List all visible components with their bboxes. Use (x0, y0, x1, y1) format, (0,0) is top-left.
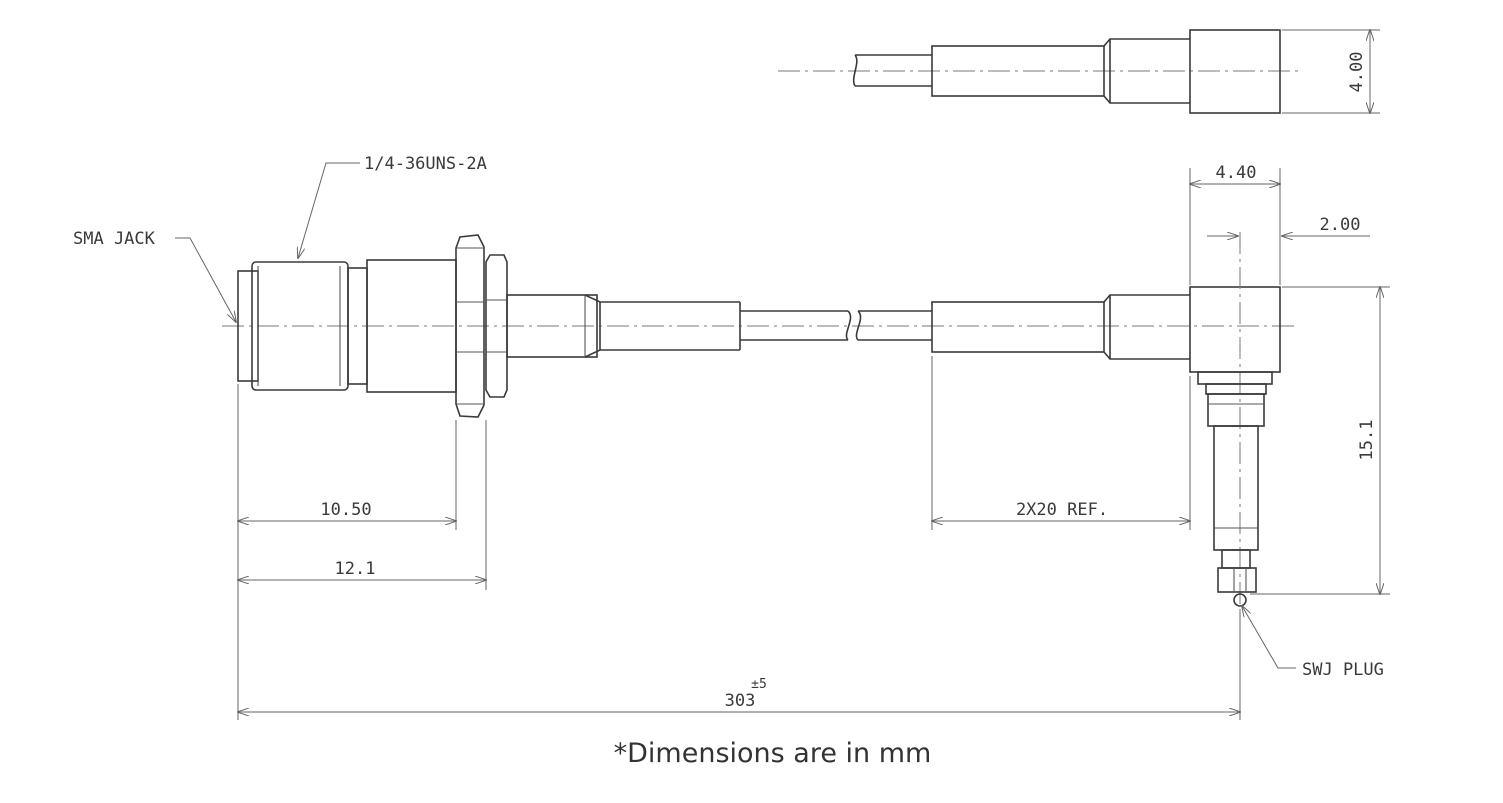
swj-plug-connector (1189, 232, 1281, 612)
main-view: 4.40 2.00 15.1 1/4-36UNS-2A SMA JACK SWJ… (73, 154, 1390, 720)
dim-303: 303 (725, 691, 756, 711)
units-footnote: *Dimensions are in mm (613, 738, 932, 769)
swj-plug-leader (1242, 606, 1296, 669)
dim-2x20-ref: 2X20 REF. (1016, 500, 1108, 520)
dim-4-40: 4.40 (1216, 163, 1257, 183)
swj-plug-barrel (1213, 425, 1259, 551)
sma-jack-leader (175, 237, 236, 322)
top-view-ferrule (931, 45, 1105, 97)
dim-4-00: 4.00 (1347, 52, 1367, 93)
thread-leader (298, 162, 360, 258)
sma-jack-label: SMA JACK (73, 229, 156, 249)
hex-nut (455, 234, 485, 418)
swj-plug-head (1189, 286, 1281, 373)
top-view: 4.00 (778, 30, 1380, 113)
dim-2-00: 2.00 (1320, 215, 1361, 235)
thread-label: 1/4-36UNS-2A (364, 154, 487, 174)
cable-break-left (845, 310, 852, 341)
dim-303-tolerance: ±5 (751, 677, 767, 692)
dim-10-50: 10.50 (320, 500, 371, 520)
dim-12-1: 12.1 (335, 559, 376, 579)
cable-break-right (855, 310, 862, 341)
dim-15-1: 15.1 (1357, 420, 1377, 461)
lock-washer (485, 254, 508, 398)
cable-left (506, 294, 852, 358)
sma-jack-connector (237, 234, 508, 418)
top-view-cable-break (852, 54, 858, 87)
cable-right (855, 294, 1190, 360)
top-view-plug-head (1189, 29, 1281, 114)
swj-plug-label: SWJ PLUG (1302, 660, 1384, 680)
